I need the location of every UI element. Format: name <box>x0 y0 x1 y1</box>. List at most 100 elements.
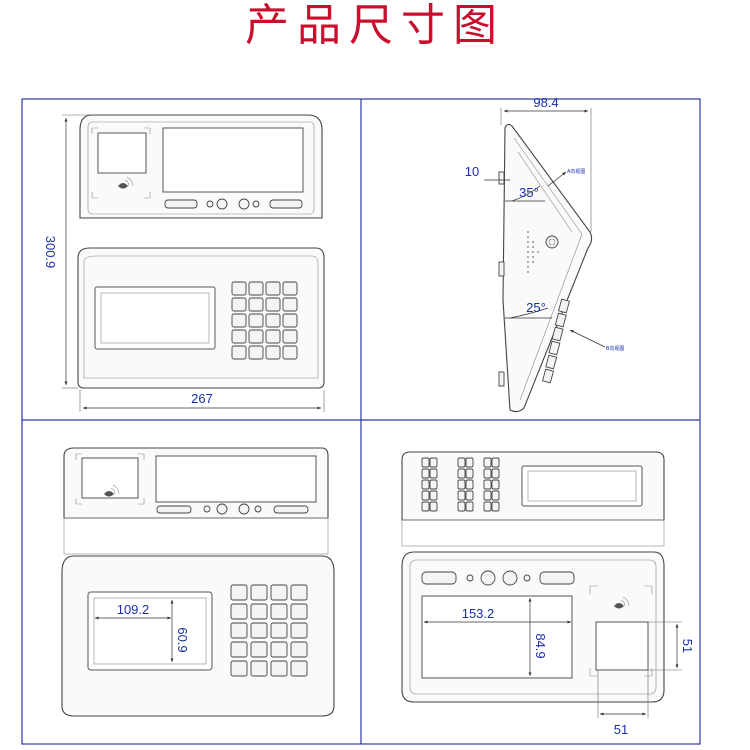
keypad-key <box>465 479 474 490</box>
keypad <box>421 457 500 512</box>
keypad-key <box>429 501 438 512</box>
view-a-callout: A向视图 <box>567 168 585 175</box>
keypad-key <box>248 345 264 360</box>
keypad-key <box>483 490 492 501</box>
keypad-key <box>457 501 466 512</box>
card-area-width-label: 51 <box>614 722 628 737</box>
keypad-key <box>491 468 500 479</box>
keypad-key <box>231 345 247 360</box>
keypad-key <box>421 457 430 468</box>
keypad-key <box>282 345 298 360</box>
keypad-key <box>421 468 430 479</box>
speaker-hole <box>532 246 534 248</box>
drawing-frame <box>21 98 701 745</box>
speaker-hole <box>532 251 534 253</box>
keypad-key <box>290 584 308 601</box>
rfid-icon <box>614 596 630 609</box>
upper-panel-view: 153.2 84.9 51 51 <box>401 451 695 737</box>
keypad-key <box>483 468 492 479</box>
speaker-hole <box>527 236 529 238</box>
keypad-key <box>491 501 500 512</box>
keypad-key <box>230 660 248 677</box>
keypad-key <box>429 479 438 490</box>
side-key <box>558 298 570 314</box>
keypad-key <box>265 297 281 312</box>
keypad-key <box>248 329 264 344</box>
keypad-key <box>483 457 492 468</box>
speaker-hole <box>527 241 529 243</box>
lower-screen-height-label: 60.9 <box>175 627 190 652</box>
keypad-key <box>250 584 268 601</box>
keypad-key <box>250 641 268 658</box>
keypad-key <box>282 329 298 344</box>
front-view: 300.9 267 <box>43 114 325 412</box>
keypad-key <box>250 622 268 639</box>
keypad-key <box>457 468 466 479</box>
speaker-hole <box>527 271 529 273</box>
keypad-key <box>231 313 247 328</box>
upper-angle-label: 35° <box>519 185 539 200</box>
rfid-icon <box>118 176 134 189</box>
width-dimension-label: 267 <box>191 391 213 406</box>
height-dimension-label: 300.9 <box>43 236 58 269</box>
keypad-key <box>282 313 298 328</box>
lower-angle-label: 25° <box>526 300 546 315</box>
speaker-hole <box>527 246 529 248</box>
keypad-key <box>231 281 247 296</box>
speaker-hole <box>527 231 529 233</box>
speaker-hole <box>527 256 529 258</box>
speaker-hole <box>527 251 529 253</box>
keypad-key <box>491 479 500 490</box>
keypad-key <box>421 501 430 512</box>
upper-screen-height-label: 84.9 <box>533 633 548 658</box>
keypad-key <box>250 603 268 620</box>
side-key <box>548 340 561 356</box>
keypad-key <box>429 468 438 479</box>
side-key <box>542 368 554 384</box>
keypad-key <box>282 281 298 296</box>
keypad-key <box>457 457 466 468</box>
side-view: 98.4 10 35° 25° A向视图 B向视图 <box>465 95 624 413</box>
page-title: 产品尺寸图 <box>245 0 505 51</box>
keypad-key <box>465 490 474 501</box>
view-b-callout: B向视图 <box>606 345 624 352</box>
keypad-key <box>429 490 438 501</box>
keypad-key <box>248 313 264 328</box>
keypad-key <box>265 281 281 296</box>
keypad-key <box>230 603 248 620</box>
keypad-key <box>248 297 264 312</box>
keypad-key <box>270 641 288 658</box>
keypad-key <box>265 345 281 360</box>
side-keypad-profile <box>542 298 570 384</box>
keypad-key <box>230 584 248 601</box>
lower-panel-view: 109.2 60.9 <box>61 447 335 717</box>
keypad-key <box>248 281 264 296</box>
keypad-key <box>290 641 308 658</box>
keypad-key <box>250 660 268 677</box>
lower-screen-width-label: 109.2 <box>117 602 150 617</box>
keypad-key <box>230 641 248 658</box>
keypad-key <box>491 457 500 468</box>
keypad-key <box>270 603 288 620</box>
keypad-key <box>465 468 474 479</box>
offset-dimension-label: 10 <box>465 164 479 179</box>
keypad-key <box>465 457 474 468</box>
side-key <box>554 312 567 328</box>
keypad-key <box>421 479 430 490</box>
speaker-hole <box>537 251 539 253</box>
keypad-key <box>457 479 466 490</box>
keypad-key <box>270 622 288 639</box>
keypad-key <box>483 479 492 490</box>
keypad-key <box>465 501 474 512</box>
speaker-hole <box>532 241 534 243</box>
keypad-key <box>282 297 298 312</box>
card-area-height-label: 51 <box>680 639 695 653</box>
keypad-key <box>457 490 466 501</box>
keypad-key <box>429 457 438 468</box>
speaker-grille <box>527 231 539 273</box>
depth-dimension-label: 98.4 <box>533 95 558 110</box>
speaker-hole <box>532 256 534 258</box>
rfid-icon <box>104 484 120 497</box>
speaker-hole <box>527 261 529 263</box>
